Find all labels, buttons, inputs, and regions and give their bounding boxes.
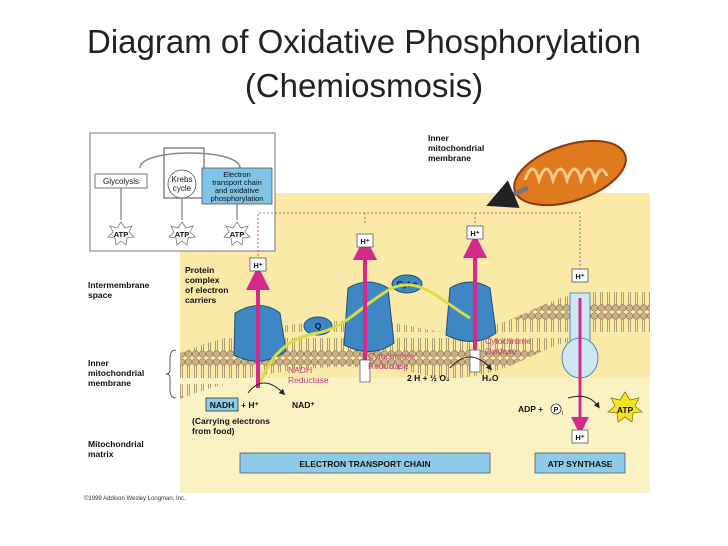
cytochrome-oxidase-line-1: Cytochrome xyxy=(485,336,531,346)
inset-etc-line-1: Electron xyxy=(223,170,251,179)
cytochrome-oxidase-complex xyxy=(445,281,497,342)
nadh-label: NADH xyxy=(210,400,235,410)
electron-path xyxy=(258,283,471,384)
nadh-reaction-arrow xyxy=(247,382,286,396)
inner-membrane-left-line-3: membrane xyxy=(88,378,131,388)
inner-membrane-top-line-2: mitochondrial xyxy=(428,143,484,153)
mitochondrial-matrix-line-2: matrix xyxy=(88,449,114,459)
inset-krebs-line-2: cycle xyxy=(173,184,192,193)
slide-title: Diagram of Oxidative Phosphorylation (Ch… xyxy=(0,20,728,108)
proton-channel-tube-2 xyxy=(469,349,481,373)
membrane-brace xyxy=(165,349,177,399)
atp-synthesis-arrow xyxy=(567,395,600,409)
hplus-badge-5: H⁺ xyxy=(571,429,589,444)
phosphate-circle xyxy=(550,403,562,415)
inset-glycolysis-label: Glycolysis xyxy=(103,177,139,186)
water-reaction-label: 2 H + ½ O₂ xyxy=(407,373,450,383)
inner-membrane-top-line-3: membrane xyxy=(428,153,471,163)
nadh-reductase-line-1: NADH xyxy=(288,365,312,375)
hplus-2: H⁺ xyxy=(360,237,369,246)
hplus-badge-4: H⁺ xyxy=(571,268,589,283)
inset-etc-line-2: transport chain xyxy=(212,178,262,187)
copyright: ©1999 Addison Wesley Longman, Inc. xyxy=(84,495,186,502)
oxidative-phosphorylation-diagram: Glycolysis Krebs cycle Electron transpor… xyxy=(84,132,650,502)
inset-atp-icon-1: ATP xyxy=(107,221,135,246)
hplus-3: H⁺ xyxy=(470,229,479,238)
water-label: H₂O xyxy=(482,373,499,383)
inset-atp-3: ATP xyxy=(230,230,244,239)
protein-complex-line-3: of electron xyxy=(185,285,228,295)
slide-title-line-2: (Chemiosmosis) xyxy=(244,67,484,104)
phosphate-subscript: i xyxy=(562,411,563,417)
protein-complex-line-4: carriers xyxy=(185,295,216,305)
hplus-5: H⁺ xyxy=(575,433,584,442)
proton-channel-tube xyxy=(359,359,371,383)
phosphate-label: P xyxy=(554,407,559,414)
inset-etc-line-3: and oxidative xyxy=(215,186,259,195)
hplus-1: H⁺ xyxy=(253,261,262,270)
nadh-plus-h: + H⁺ xyxy=(241,400,259,410)
cytochrome-reductase-line-1: Cytochrome xyxy=(368,351,414,361)
inset-atp-1: ATP xyxy=(114,230,128,239)
atp-star-icon: ATP xyxy=(607,391,643,423)
hplus-badge-1: H⁺ xyxy=(249,257,267,272)
etc-bar xyxy=(239,452,491,474)
intermembrane-space-line-2: space xyxy=(88,290,112,300)
inset-krebs-line-1: Krebs xyxy=(172,175,193,184)
atp-synthase-bar xyxy=(534,452,626,474)
cytochrome-reductase-line-2: Reductase xyxy=(368,361,409,371)
cytochrome-oxidase-line-2: Oxidase xyxy=(485,346,516,356)
water-reaction-arrow xyxy=(449,356,493,371)
protein-complex-line-1: Protein xyxy=(185,265,214,275)
inset-etc-line-4: phosphorylation xyxy=(211,194,264,203)
mitochondrial-matrix-line-1: Mitochondrial xyxy=(88,439,144,449)
etc-bar-label: ELECTRON TRANSPORT CHAIN xyxy=(299,459,430,469)
proton-return-path xyxy=(257,212,581,273)
carrying-electrons-line-2: from food) xyxy=(192,426,235,436)
hplus-4: H⁺ xyxy=(575,272,584,281)
q-label: Q xyxy=(315,321,322,331)
carrying-electrons-line-1: (Carrying electrons xyxy=(192,416,270,426)
nad-label: NAD⁺ xyxy=(292,400,315,410)
atp-synthase-bar-label: ATP SYNTHASE xyxy=(548,459,613,469)
inner-membrane-top-line-1: Inner xyxy=(428,133,449,143)
adp-label: ADP + xyxy=(518,404,543,414)
cytochrome-reductase-complex xyxy=(343,281,395,352)
inner-membrane xyxy=(180,288,650,399)
intermembrane-space-line-1: Intermembrane xyxy=(88,280,150,290)
overview-inset: Glycolysis Krebs cycle Electron transpor… xyxy=(89,132,276,252)
nadh-reductase-line-2: Reductase xyxy=(288,375,329,385)
hplus-badge-2: H⁺ xyxy=(356,233,374,248)
mitochondrion-icon xyxy=(486,139,627,208)
inner-membrane-left-line-1: Inner xyxy=(88,358,109,368)
protein-complex-line-2: complex xyxy=(185,275,220,285)
atp-star-label: ATP xyxy=(617,405,634,415)
inset-atp-icon-3: ATP xyxy=(223,221,251,246)
inset-atp-icon-2: ATP xyxy=(168,221,196,246)
nadh-box xyxy=(205,397,239,412)
hplus-badge-3: H⁺ xyxy=(466,225,484,240)
inset-atp-2: ATP xyxy=(175,230,189,239)
inner-membrane-left-line-2: mitochondrial xyxy=(88,368,144,378)
slide-title-line-1: Diagram of Oxidative Phosphorylation xyxy=(87,23,641,60)
